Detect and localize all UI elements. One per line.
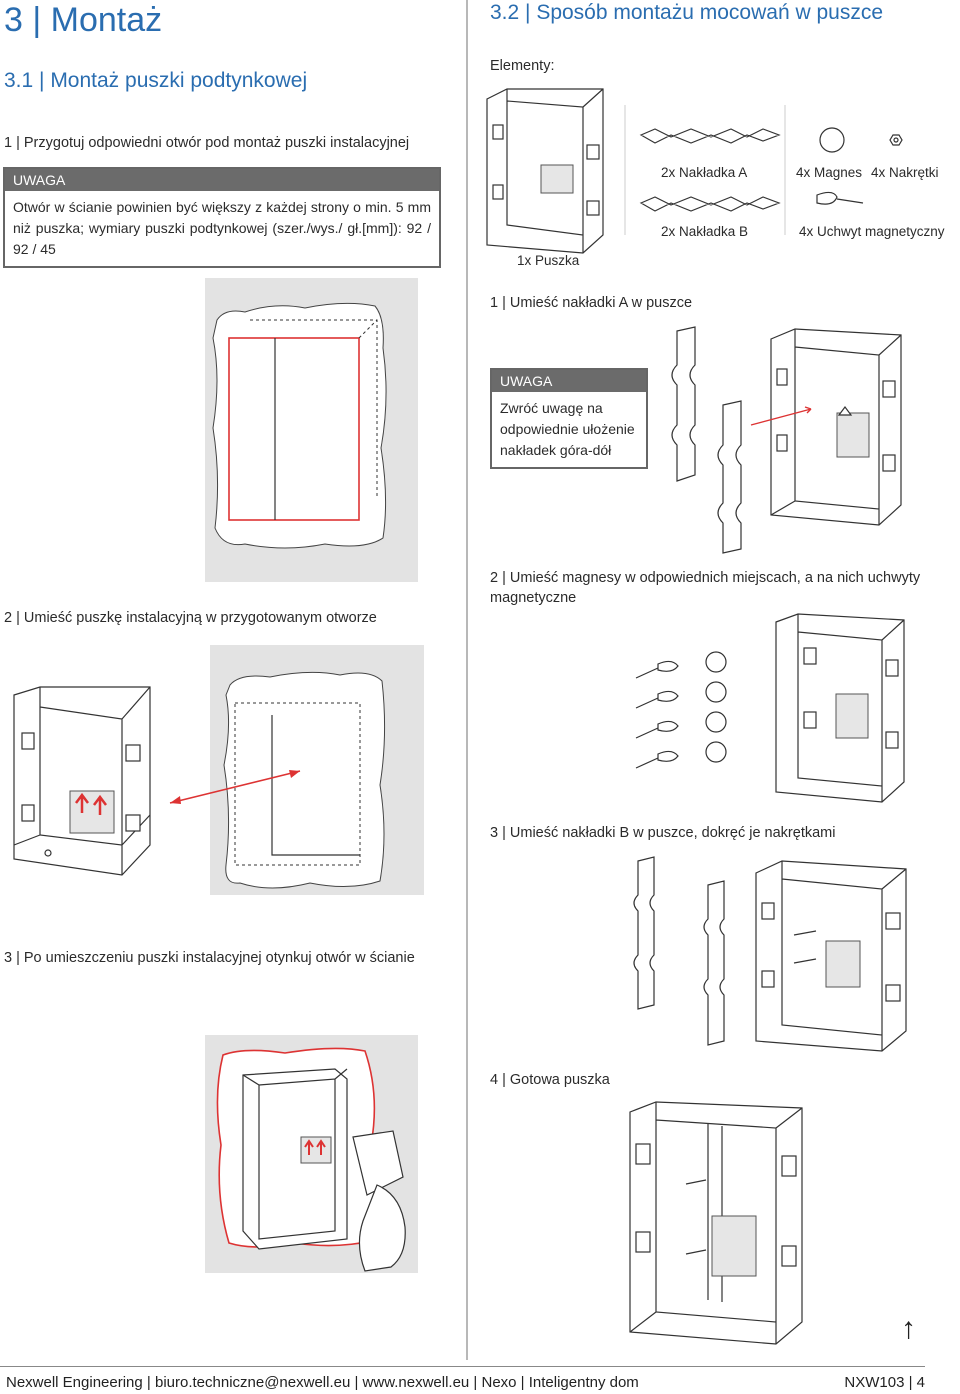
column-divider [466, 0, 468, 1360]
section-title-3-1: 3.1 | Montaż puszki podtynkowej [4, 69, 308, 92]
step-4-right: 4 | Gotowa puszka [490, 1072, 610, 1088]
step-3-left: 3 | Po umieszczeniu puszki instalacyjnej… [4, 950, 415, 966]
warning-box-right: UWAGA Zwróć uwagę na odpowiednie ułożeni… [490, 368, 648, 469]
footer-text: Nexwell Engineering | biuro.techniczne@n… [6, 1374, 639, 1391]
warning-box-left: UWAGA Otwór w ścianie powinien być więks… [3, 167, 441, 268]
part-holders-label: 4x Uchwyt magnetyczny [799, 224, 945, 239]
part-plate-a-label: 2x Nakładka A [661, 165, 747, 180]
warning-body-right: Zwróć uwagę na odpowiednie ułożenie nakł… [500, 400, 635, 458]
plastering-illustration [205, 1035, 418, 1273]
finished-box-illustration [629, 1101, 803, 1345]
part-box-label: 1x Puszka [517, 253, 580, 268]
magnets-illustration [635, 613, 905, 803]
up-arrow-icon[interactable]: ↑ [901, 1312, 916, 1345]
part-nuts-label: 4x Nakrętki [871, 165, 939, 180]
parts-illustration: 1x Puszka 2x Nakładka A 2x Nakładka B 4x… [486, 88, 945, 268]
footer-rule [0, 1366, 925, 1367]
elements-label: Elementy: [490, 58, 555, 74]
page-title: 3 | Montaż [4, 1, 163, 39]
footer-page-ref: NXW103 | 4 [844, 1374, 925, 1391]
step-2-left: 2 | Umieść puszkę instalacyjną w przygot… [4, 610, 377, 626]
step-3-right: 3 | Umieść nakładki B w puszce, dokręć j… [490, 825, 836, 841]
part-magnets-label: 4x Magnes [796, 165, 862, 180]
wall-opening-illustration [205, 278, 418, 582]
step-1-left: 1 | Przygotuj odpowiedni otwór pod monta… [4, 135, 410, 151]
section-title-3-2: 3.2 | Sposób montażu mocowań w puszce [490, 1, 884, 24]
warning-body: Otwór w ścianie powinien być większy z k… [13, 199, 431, 257]
plates-a-illustration [671, 326, 902, 554]
step-2-right: 2 | Umieść magnesy w odpowiednich miejsc… [490, 570, 921, 606]
step-1-right: 1 | Umieść nakładki A w puszce [490, 295, 693, 311]
box-insert-illustration [13, 645, 424, 895]
plates-b-illustration [633, 856, 907, 1052]
warning-head-right: UWAGA [492, 370, 646, 392]
warning-head: UWAGA [5, 169, 439, 191]
part-plate-b-label: 2x Nakładka B [661, 224, 748, 239]
